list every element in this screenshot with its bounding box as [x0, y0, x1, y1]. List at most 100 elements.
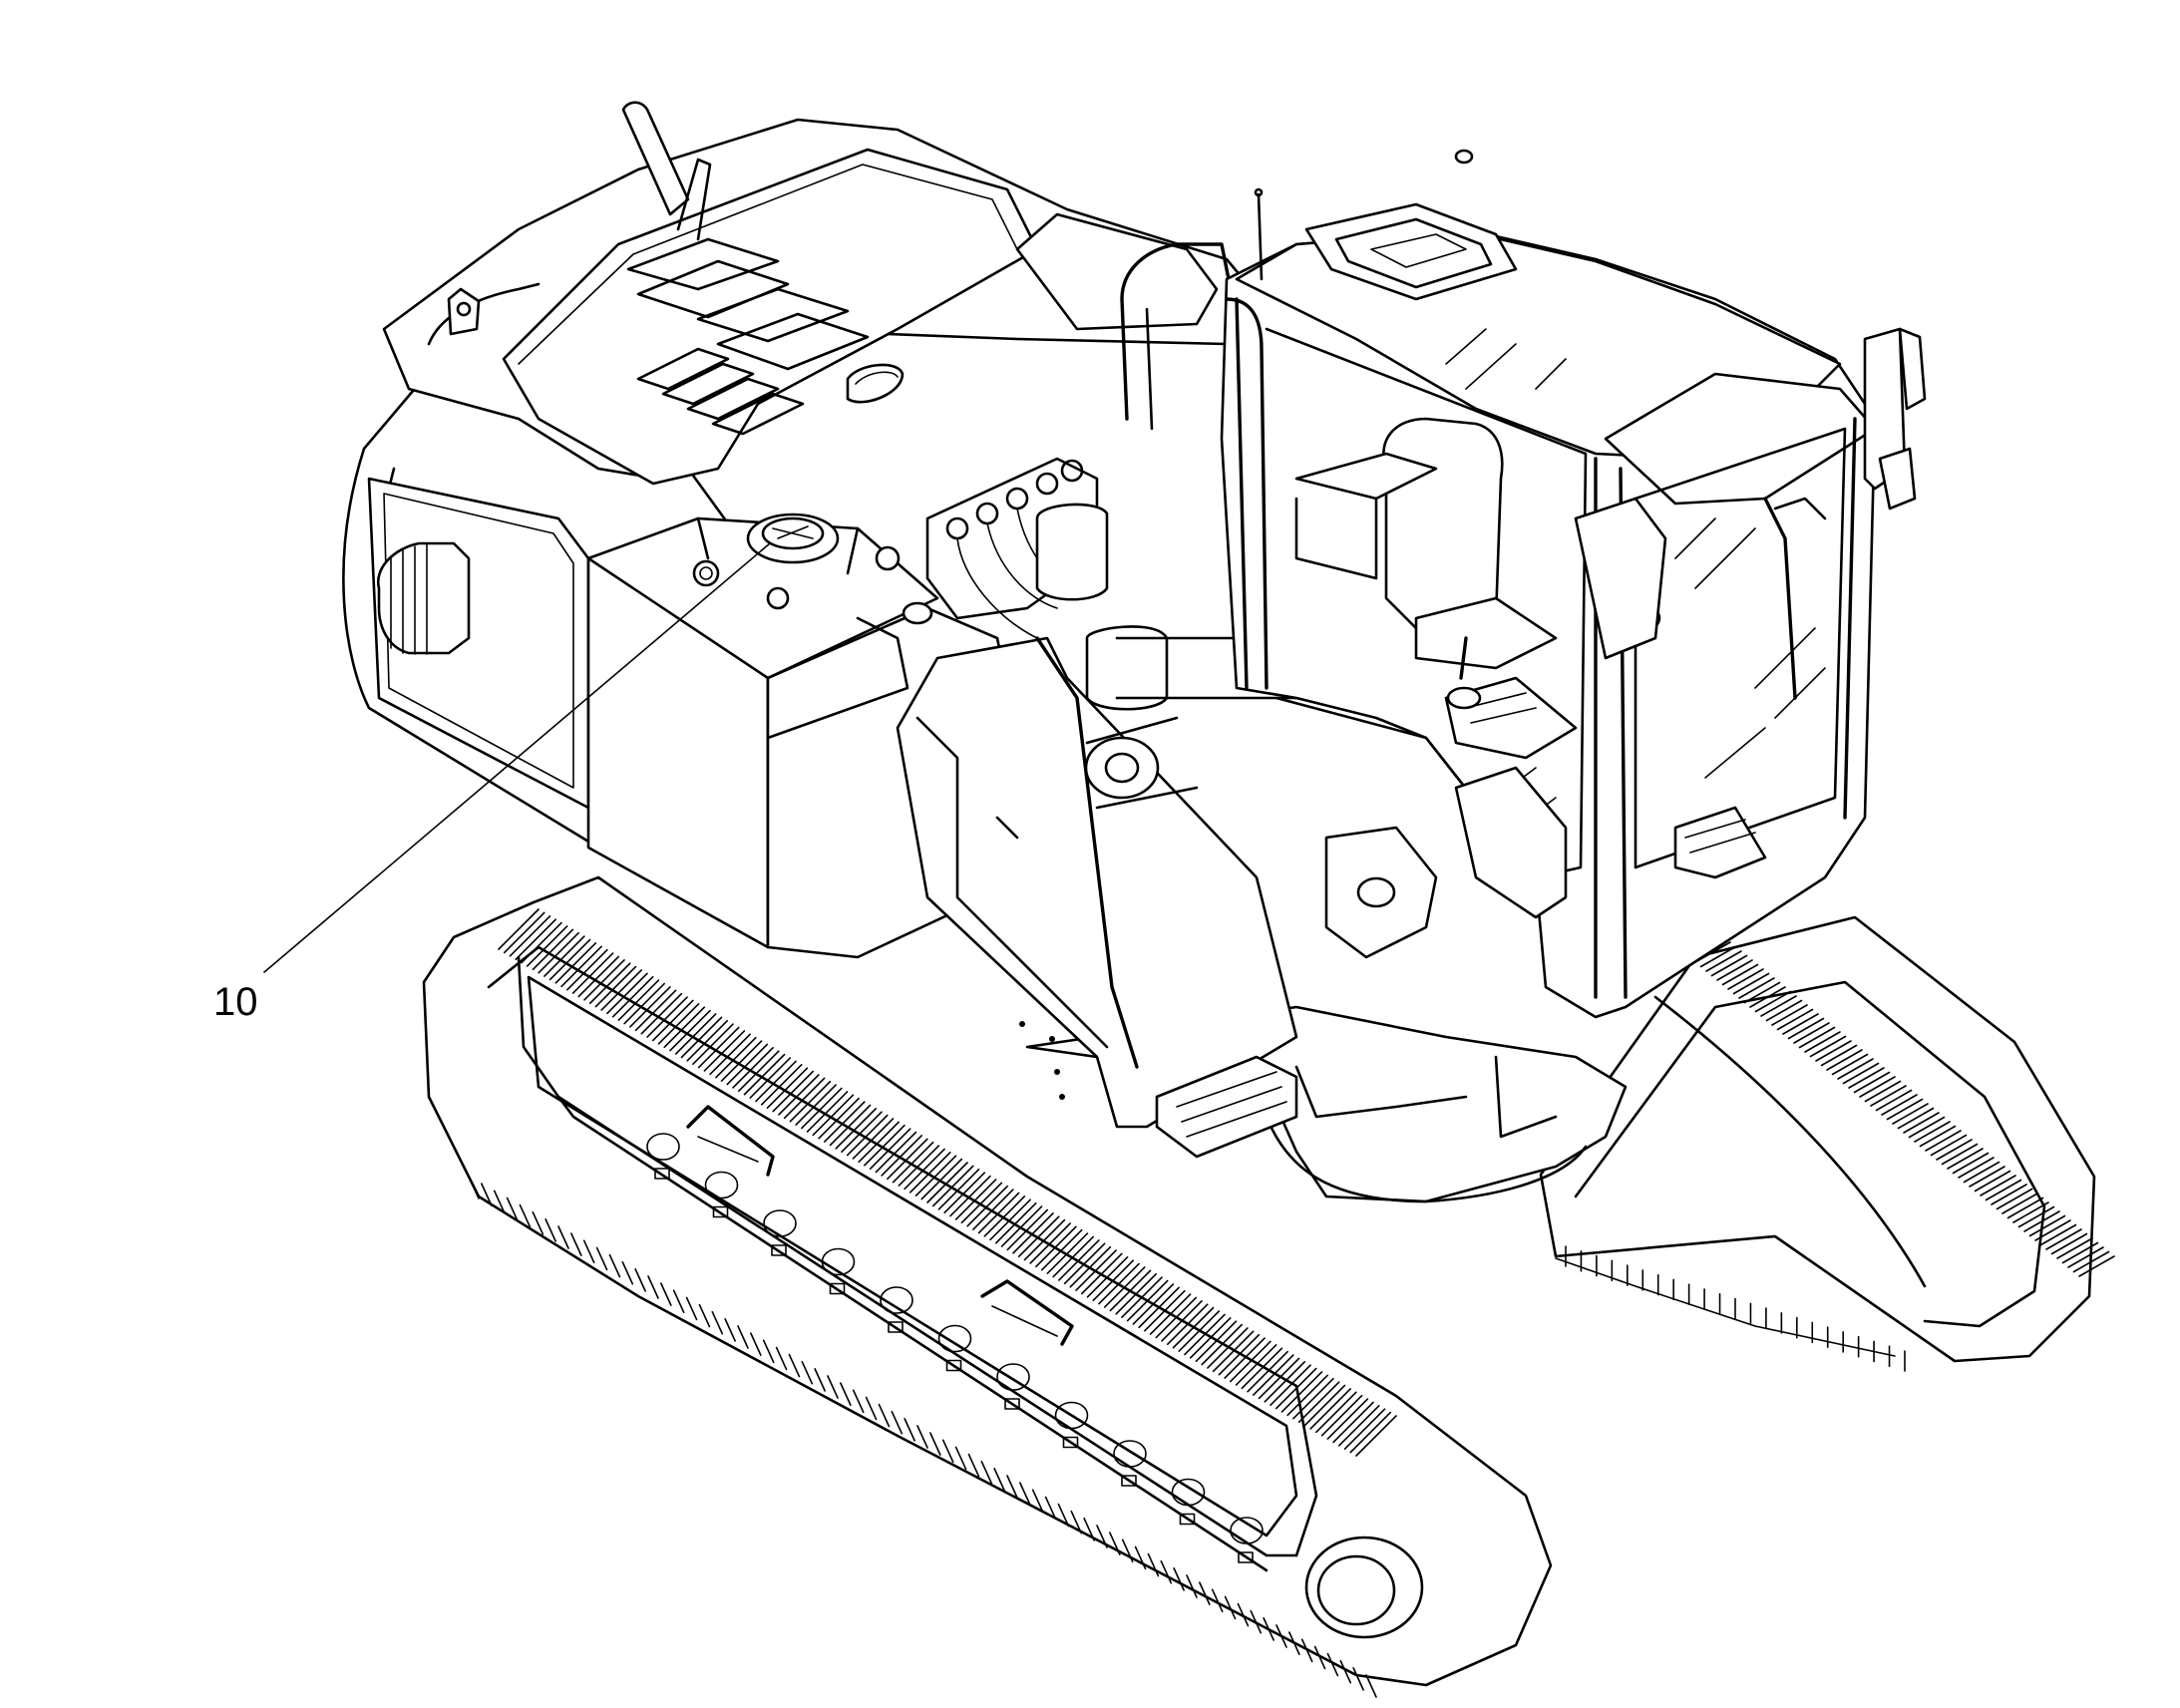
track-rib	[685, 1296, 698, 1321]
track-rib	[720, 1040, 763, 1082]
track-rib	[468, 1176, 480, 1199]
left-track	[422, 875, 1553, 1698]
track-rib	[1996, 1188, 2033, 1210]
track-rib	[519, 1203, 532, 1228]
track-rib	[954, 1179, 997, 1220]
track-rib	[772, 1070, 815, 1113]
track-rib	[680, 1016, 723, 1059]
track-rib	[711, 1310, 724, 1335]
operator-cab	[1220, 149, 1927, 1019]
track-rib	[1930, 1134, 1968, 1157]
track-rib	[506, 1196, 519, 1221]
track-rib	[657, 1003, 700, 1045]
track-rib	[493, 1190, 506, 1214]
track-rib	[2017, 1205, 2055, 1228]
track-rib	[920, 1158, 963, 1200]
track-rib	[2067, 1246, 2104, 1268]
track-rib	[989, 1198, 1031, 1241]
track-rib	[1297, 1381, 1340, 1423]
track-rib	[1235, 1344, 1277, 1386]
track-rib	[1903, 1112, 1940, 1134]
track-rib	[1771, 1004, 1808, 1026]
track-roller	[880, 1286, 913, 1314]
track-rib	[1186, 1574, 1198, 1598]
track-rib	[1288, 1631, 1300, 1655]
track-rib	[1365, 1674, 1377, 1698]
track-rib	[823, 1101, 866, 1143]
track-rib	[1355, 1415, 1397, 1457]
track-rib	[750, 1332, 762, 1356]
track-rib	[1804, 1031, 1841, 1053]
track-roller	[763, 1209, 797, 1237]
track-rib	[544, 935, 585, 977]
track-rib	[852, 1389, 865, 1414]
track-rib	[1044, 1496, 1057, 1521]
track-rib	[692, 1023, 734, 1065]
track-link	[829, 1282, 846, 1295]
track-rib	[1315, 1391, 1357, 1434]
track-rib	[554, 942, 597, 984]
track-rib	[1096, 1525, 1108, 1548]
track-rib	[967, 1453, 980, 1478]
track-rib	[703, 1030, 746, 1072]
track-rib	[726, 1043, 769, 1086]
track-rib	[1848, 1067, 1885, 1089]
track-rib	[732, 1047, 774, 1089]
track-rib	[686, 1019, 729, 1062]
track-rib	[818, 1097, 860, 1140]
track-rib	[1974, 1170, 2011, 1193]
track-rib	[875, 1131, 917, 1174]
track-rib	[1765, 999, 1803, 1022]
track-rib	[904, 1148, 945, 1191]
track-rib	[827, 1375, 839, 1399]
track-rib	[532, 928, 574, 971]
track-rib	[1023, 1218, 1066, 1261]
track-rib	[1173, 1567, 1185, 1591]
track-rib	[545, 1218, 556, 1242]
track-rib	[2001, 1193, 2038, 1214]
track-rib	[840, 1382, 852, 1406]
track-rib	[2072, 1250, 2110, 1273]
track-link	[945, 1359, 962, 1372]
track-rib	[1147, 1552, 1160, 1577]
track-rib	[1727, 968, 1764, 990]
track-rib	[1006, 1475, 1018, 1499]
track-rib	[954, 1446, 967, 1471]
track-rib	[743, 1053, 786, 1096]
right-track	[1539, 915, 2115, 1372]
track-rib	[966, 1185, 1008, 1227]
track-rib	[1705, 950, 1742, 972]
track-rib	[2028, 1214, 2066, 1237]
track-rib	[931, 1165, 974, 1207]
track-link	[712, 1205, 729, 1218]
track-rib	[570, 1232, 582, 1256]
track-rib	[846, 1114, 889, 1157]
track-rib	[1263, 1617, 1274, 1641]
track-rib	[960, 1182, 1003, 1224]
track-rib	[1952, 1152, 1990, 1175]
track-rib	[795, 1084, 837, 1126]
track-rib	[1070, 1510, 1083, 1535]
track-link	[888, 1321, 904, 1333]
track-rib	[600, 969, 643, 1011]
track-rib	[621, 1260, 634, 1285]
track-roller	[704, 1171, 739, 1199]
track-rib	[1870, 1085, 1907, 1107]
track-rib	[1875, 1089, 1913, 1112]
track-roller	[1230, 1517, 1264, 1544]
track-rib	[1776, 1008, 1814, 1031]
track-link	[654, 1168, 670, 1180]
track-rib	[1031, 1489, 1044, 1514]
track-rib	[498, 908, 540, 950]
track-rib	[1303, 1384, 1346, 1427]
track-rib	[1787, 1017, 1825, 1040]
track-rib	[2039, 1223, 2077, 1246]
track-rib	[983, 1196, 1026, 1237]
track-rib	[1991, 1184, 2027, 1205]
track-rib	[629, 986, 671, 1028]
track-rib	[1320, 1394, 1363, 1437]
track-rib	[1017, 1215, 1060, 1257]
track-rib	[608, 1253, 621, 1278]
track-rib	[1958, 1157, 1995, 1179]
